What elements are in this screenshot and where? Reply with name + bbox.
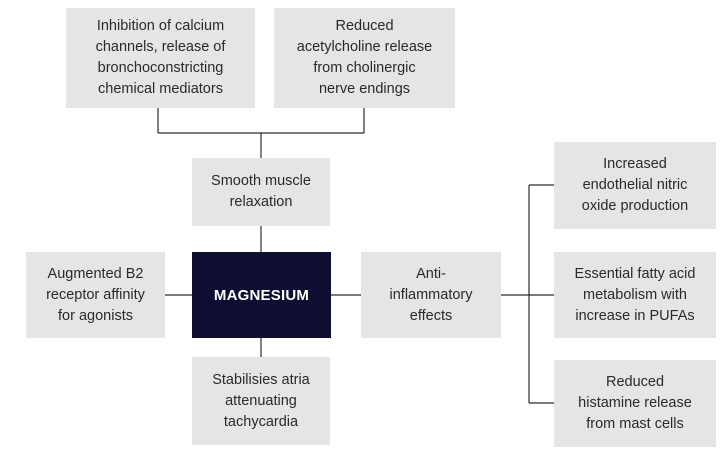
node-reduced-acetylcholine-release: Reduced acetylcholine release from choli…: [274, 8, 455, 108]
node-anti-inflammatory-effects: Anti- inflammatory effects: [361, 252, 501, 338]
node-stabilises-atria: Stabilisies atria attenuating tachycardi…: [192, 357, 330, 445]
node-b2-receptor-affinity: Augmented B2 receptor affinity for agoni…: [26, 252, 165, 338]
node-magnesium-center: MAGNESIUM: [192, 252, 331, 338]
node-nitric-oxide-production: Increased endothelial nitric oxide produ…: [554, 142, 716, 229]
node-smooth-muscle-relaxation: Smooth muscle relaxation: [192, 158, 330, 226]
node-fatty-acid-metabolism: Essential fatty acid metabolism with inc…: [554, 252, 716, 338]
node-histamine-release: Reduced histamine release from mast cell…: [554, 360, 716, 447]
node-calcium-channel-inhibition: Inhibition of calcium channels, release …: [66, 8, 255, 108]
